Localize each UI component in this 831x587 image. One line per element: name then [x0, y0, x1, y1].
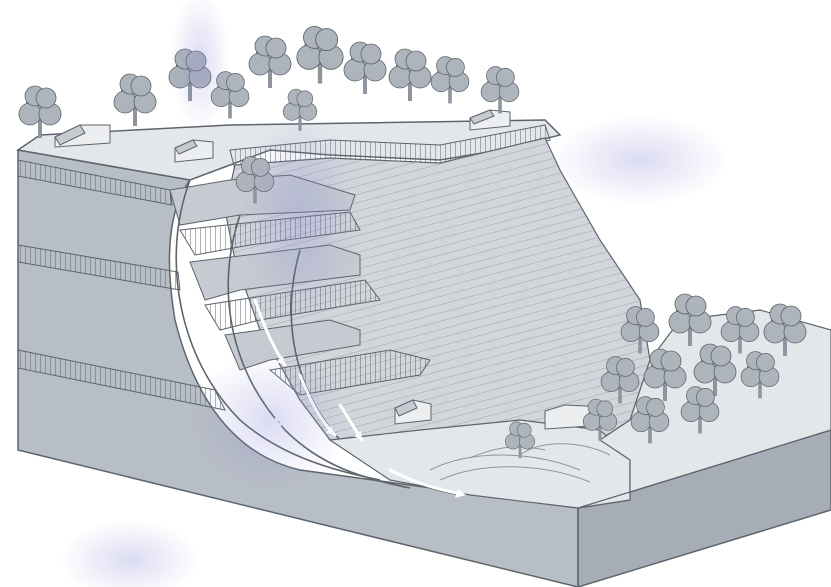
deciduous-tree-icon — [19, 86, 61, 138]
deciduous-tree-icon — [114, 74, 156, 126]
deciduous-tree-icon — [297, 26, 343, 83]
deciduous-tree-icon — [481, 67, 519, 114]
deciduous-tree-icon — [249, 36, 291, 88]
deciduous-tree-icon — [389, 49, 431, 101]
house-icon — [470, 110, 510, 130]
deciduous-tree-icon — [431, 57, 469, 104]
house-icon — [55, 125, 110, 147]
deciduous-tree-icon — [344, 42, 386, 94]
